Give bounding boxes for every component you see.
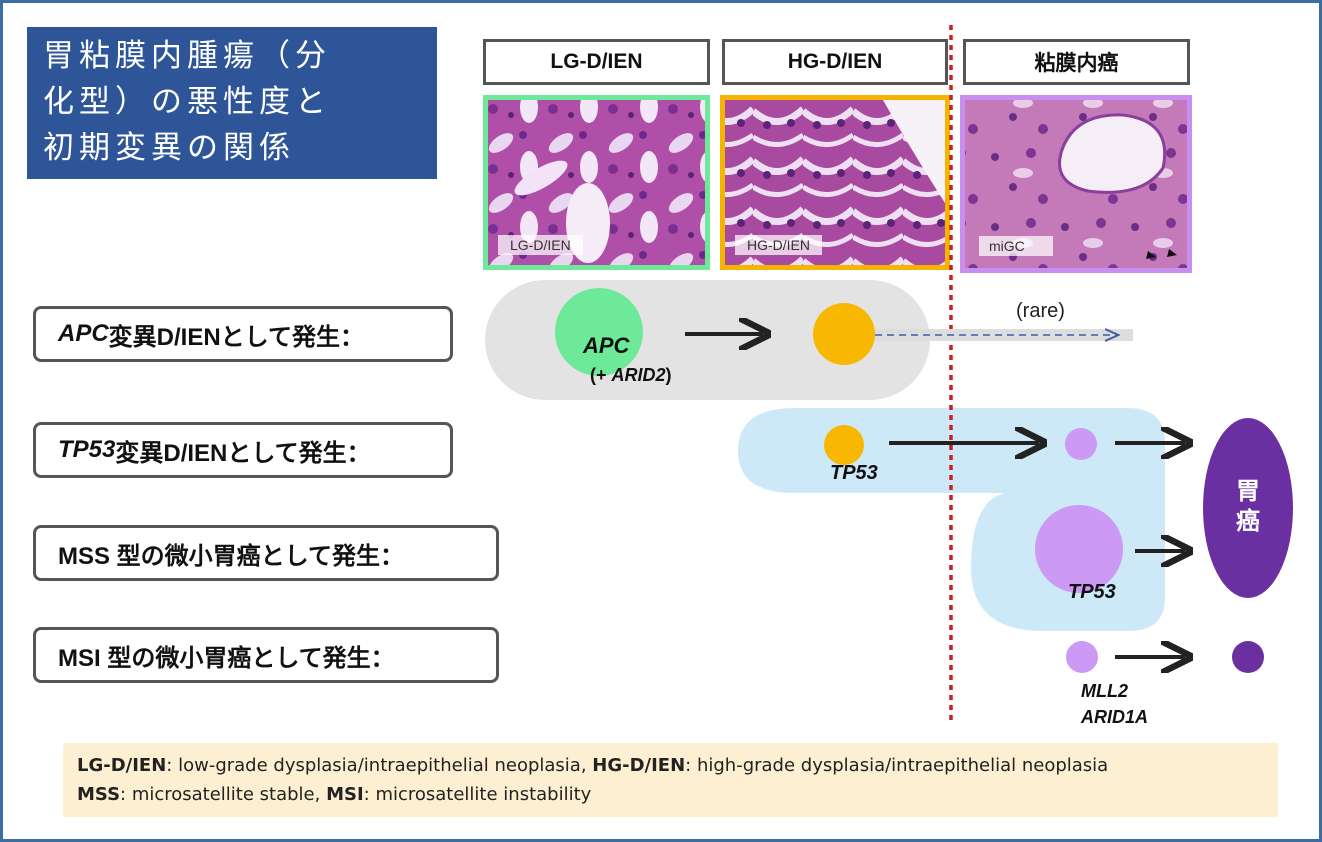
gene-label-apc: APC [583, 333, 630, 358]
legend-term: LG-D/IEN [77, 755, 167, 776]
gene-label-tp53-hg: TP53 [830, 462, 878, 484]
row-label-msi-text: MSI 型の微小胃癌として発生： [58, 644, 395, 672]
legend-def: : low-grade dysplasia/intraepithelial ne… [166, 755, 593, 776]
row-label-apc-gene: APC [58, 320, 109, 347]
legend-term: MSS [77, 784, 121, 805]
page-title: 胃粘膜内腫瘍（分 化型）の悪性度と 初期変異の関係 [27, 27, 437, 179]
stage-header-lg: LG-D/IEN [483, 39, 710, 85]
gene-label-arid2: (+ ARID2) [590, 365, 672, 385]
histology-label-migc: miGC [979, 236, 1053, 256]
row-label-mss: MSS 型の微小胃癌として発生： [33, 525, 499, 581]
gastric-cancer-label: 胃 癌 [1236, 477, 1260, 535]
histology-image-migc [960, 95, 1192, 273]
histology-frame-migc: miGC [965, 100, 1187, 268]
msi-migc-circle [1066, 641, 1098, 673]
rare-path-band [875, 329, 1133, 341]
tp53-hg-circle [824, 425, 864, 465]
row-label-tp53: TP53 変異D/IENとして発生： [33, 422, 453, 478]
gastric-cancer-ellipse [1203, 418, 1293, 598]
row-label-apc-text: 変異D/IENとして発生： [108, 323, 364, 351]
histology-label-lg: LG-D/IEN [498, 235, 583, 255]
gene-label-arid1a: ARID1A [1081, 707, 1149, 727]
row-label-apc: APC 変異D/IENとして発生： [33, 306, 453, 362]
histology-frame-hg: HG-D/IEN [725, 100, 945, 265]
row-label-tp53-text: 変異D/IENとして発生： [115, 439, 371, 467]
histology-label-hg: HG-D/IEN [735, 235, 822, 255]
row-label-msi: MSI 型の微小胃癌として発生： [33, 627, 499, 683]
row-label-mss-text: MSS 型の微小胃癌として発生： [58, 542, 404, 570]
legend-line-1: LG-D/IEN: low-grade dysplasia/intraepith… [77, 751, 1264, 780]
tp53-migc-circle [1065, 428, 1097, 460]
gene-label-mll2: MLL2 [1081, 681, 1128, 701]
rare-label: (rare) [1016, 300, 1065, 322]
legend-term: HG-D/IEN [592, 755, 686, 776]
mss-migc-circle [1035, 505, 1123, 593]
stage-header-migc: 粘膜内癌 [963, 39, 1190, 85]
stage-header-hg: HG-D/IEN [722, 39, 948, 85]
legend-def: : microsatellite instability [363, 784, 592, 805]
apc-hg-circle [813, 303, 875, 365]
legend-line-2: MSS: microsatellite stable, MSI: microsa… [77, 780, 1264, 809]
legend-def: : microsatellite stable, [120, 784, 327, 805]
legend-def: : high-grade dysplasia/intraepithelial n… [685, 755, 1109, 776]
histology-frame-lg: LG-D/IEN [488, 100, 705, 265]
legend-term: MSI [326, 784, 364, 805]
gene-label-tp53-mss: TP53 [1068, 581, 1116, 603]
apc-lg-circle [555, 288, 643, 376]
abbreviation-legend: LG-D/IEN: low-grade dysplasia/intraepith… [63, 743, 1278, 817]
msi-cancer-circle [1232, 641, 1264, 673]
row-label-tp53-gene: TP53 [58, 436, 116, 463]
